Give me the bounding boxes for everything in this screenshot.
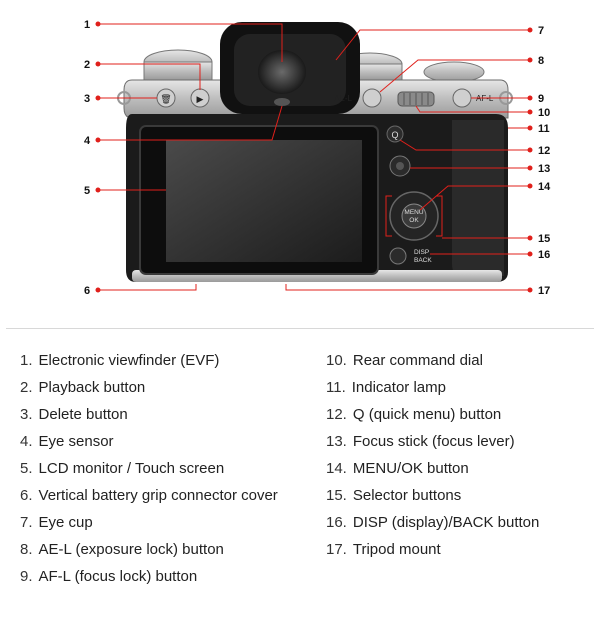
callout-num-2: 2: [84, 59, 90, 71]
svg-text:▶: ▶: [197, 94, 204, 104]
legend-item: 8.AE-L (exposure lock) button: [20, 539, 310, 560]
callout-num-9: 9: [538, 93, 544, 105]
disp-label-2: BACK: [414, 257, 432, 264]
legend-item: 9.AF-L (focus lock) button: [20, 566, 310, 587]
disp-back-button-shape: [390, 248, 406, 264]
callout-num-8: 8: [538, 55, 544, 67]
legend-item: 15.Selector buttons: [326, 485, 594, 506]
menu-ok-label-2: OK: [409, 217, 419, 224]
eye-sensor: [274, 98, 290, 106]
callout-num-10: 10: [538, 107, 550, 119]
camera-rear-diagram: ▶ 🗑 AE-L AF-L Q MENU OK DISP BACK: [0, 0, 600, 310]
callout-num-4: 4: [84, 135, 91, 147]
ae-l-button-shape: [363, 89, 381, 107]
legend-item: 11.Indicator lamp: [326, 377, 594, 398]
af-l-button-shape: [453, 89, 471, 107]
svg-text:🗑: 🗑: [160, 94, 171, 104]
callout-num-7: 7: [538, 25, 544, 37]
callout-num-12: 12: [538, 145, 550, 157]
legend-item: 12.Q (quick menu) button: [326, 404, 594, 425]
lcd-monitor: [140, 126, 378, 274]
callout-num-11: 11: [538, 123, 550, 135]
legend-item: 6.Vertical battery grip connector cover: [20, 485, 310, 506]
callout-num-15: 15: [538, 233, 550, 245]
callout-num-16: 16: [538, 249, 550, 261]
legend-item: 13.Focus stick (focus lever): [326, 431, 594, 452]
q-label: Q: [391, 130, 398, 140]
leader-17: [286, 284, 530, 290]
callout-num-14: 14: [538, 181, 551, 193]
legend-item: 1.Electronic viewfinder (EVF): [20, 350, 310, 371]
section-divider: [6, 328, 594, 329]
callout-num-6: 6: [84, 285, 90, 297]
callout-num-3: 3: [84, 93, 90, 105]
menu-ok-label-1: MENU: [404, 209, 423, 216]
legend-item: 2.Playback button: [20, 377, 310, 398]
far-right-dial: [424, 62, 484, 82]
callout-num-1: 1: [84, 19, 90, 31]
leader-6: [98, 284, 196, 290]
legend-right-column: 10.Rear command dial 11.Indicator lamp 1…: [326, 350, 594, 566]
legend-item: 17.Tripod mount: [326, 539, 594, 560]
legend-item: 16.DISP (display)/BACK button: [326, 512, 594, 533]
disp-label-1: DISP: [414, 249, 429, 256]
legend-item: 7.Eye cup: [20, 512, 310, 533]
legend-item: 10.Rear command dial: [326, 350, 594, 371]
callout-num-13: 13: [538, 163, 550, 175]
legend-item: 14.MENU/OK button: [326, 458, 594, 479]
legend-item: 4.Eye sensor: [20, 431, 310, 452]
legend-left-column: 1.Electronic viewfinder (EVF) 2.Playback…: [20, 350, 310, 593]
callout-num-5: 5: [84, 185, 90, 197]
ae-l-label: AE-L: [334, 94, 352, 103]
callout-num-17: 17: [538, 285, 550, 297]
legend-item: 5.LCD monitor / Touch screen: [20, 458, 310, 479]
legend-item: 3.Delete button: [20, 404, 310, 425]
